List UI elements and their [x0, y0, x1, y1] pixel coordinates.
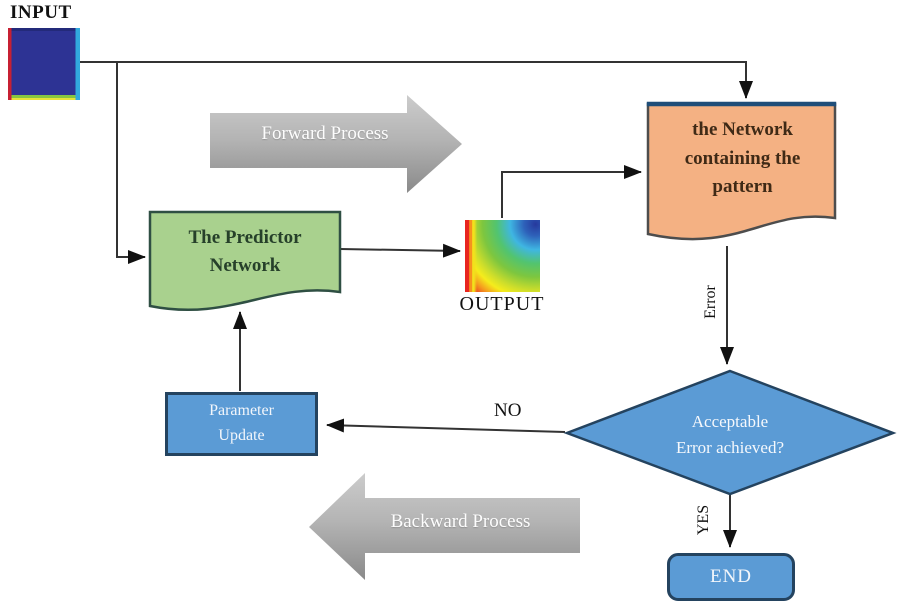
decision-diamond-shape: [563, 369, 897, 496]
pattern-network-line1: the Network: [692, 119, 793, 140]
pattern-network-line2: containing the: [684, 147, 801, 169]
forward-process-arrow-shape: [210, 95, 462, 193]
predictor-network-line2: Network: [209, 254, 281, 276]
pattern-network-document-shape: [646, 102, 837, 241]
parameter-update-line2: Update: [218, 427, 265, 444]
pattern-network-line3: pattern: [712, 176, 773, 197]
edge-predictor-to-output: [339, 243, 461, 258]
forward-process-label: Forward Process: [261, 123, 389, 144]
parameter-update-line1: Parameter: [209, 402, 274, 420]
end-node: END: [667, 553, 795, 601]
predictor-network-document-shape: [148, 210, 342, 311]
edge-input-to-pattern-network: [80, 61, 753, 99]
input-colormap-image: [8, 28, 80, 100]
decision-line2: Error achieved?: [675, 438, 785, 458]
backward-process-arrow-shape: [309, 473, 580, 580]
output-label: OUTPUT: [459, 293, 545, 315]
edge-output-to-pattern-network: [501, 165, 642, 218]
backward-process-label: Backward Process: [390, 511, 531, 532]
no-edge-label: NO: [494, 400, 522, 421]
end-label: END: [709, 566, 753, 587]
yes-edge-label: YES: [695, 504, 712, 536]
predictor-network-line1: The Predictor: [188, 227, 302, 248]
output-colormap-image: [465, 220, 540, 292]
decision-label: Acceptable Error achieved?: [630, 409, 830, 462]
edge-no-to-parameter-update: [326, 418, 566, 433]
edge-input-to-predictor: [116, 62, 146, 264]
input-label: INPUT: [10, 2, 72, 23]
error-edge-label: Error: [702, 285, 719, 319]
parameter-update-node: Parameter Update: [165, 392, 318, 456]
predictor-network-label: The Predictor Network: [160, 224, 330, 279]
pattern-network-label: the Network containing the pattern: [655, 116, 830, 202]
decision-line1: Acceptable: [691, 412, 769, 431]
